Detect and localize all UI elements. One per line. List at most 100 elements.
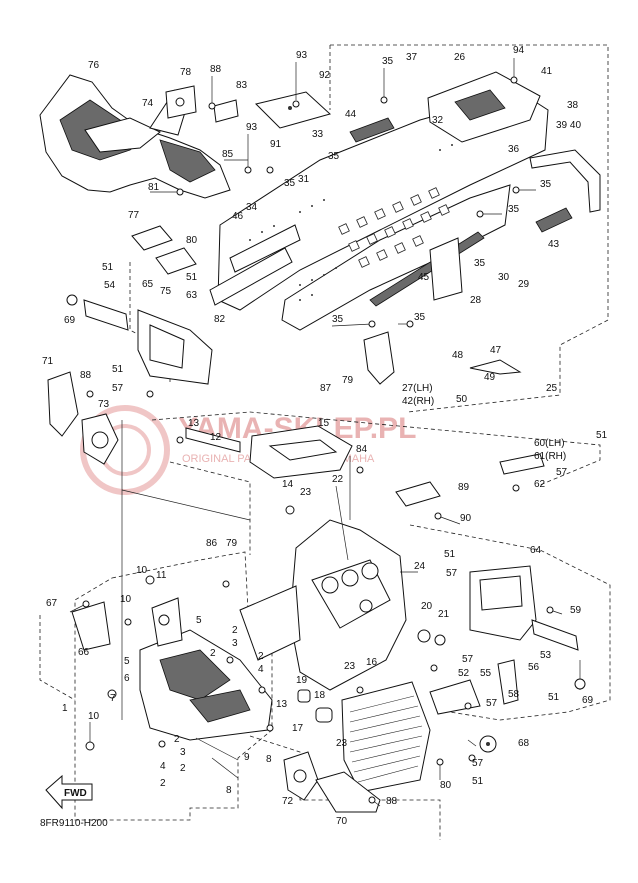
callout-c14: 14: [282, 479, 294, 490]
callout-c93b: 93: [246, 122, 258, 133]
plate-75: [155, 247, 197, 275]
callout-c75: 75: [160, 286, 172, 297]
callout-c5a: 5: [196, 615, 202, 626]
callout-c41: 41: [541, 66, 553, 77]
callout-c80a: 80: [186, 235, 198, 246]
callout-c47: 47: [490, 345, 502, 356]
callout-c23c: 23: [336, 738, 348, 749]
bracket-54: [66, 294, 129, 331]
bushing-17-18-19: [297, 689, 333, 723]
lever-47: [469, 359, 522, 375]
callout-c25: 25: [546, 383, 558, 394]
bar-12: [185, 427, 241, 453]
callout-c42: 42(RH): [402, 396, 434, 407]
callout-c88b: 88: [80, 370, 92, 381]
washer-20-21: [417, 629, 446, 646]
callout-c78: 78: [180, 67, 192, 78]
callout-c35e: 35: [508, 204, 520, 215]
callout-c19: 19: [296, 675, 308, 686]
callout-c62: 62: [534, 479, 546, 490]
callout-c74: 74: [142, 98, 154, 109]
callout-c10c: 10: [88, 711, 100, 722]
bar-38: [529, 149, 601, 213]
callout-c69b: 69: [582, 695, 594, 706]
callout-c86: 86: [206, 538, 218, 549]
callout-c4a: 4: [258, 664, 264, 675]
callout-c23a: 23: [300, 487, 312, 498]
callout-c87: 87: [320, 383, 332, 394]
callout-c89: 89: [458, 482, 470, 493]
bracket-28: [429, 237, 463, 301]
callout-c31: 31: [298, 174, 310, 185]
callout-c6: 6: [124, 673, 130, 684]
diagram-code: 8FR9110-H200: [40, 818, 108, 829]
callout-c36: 36: [508, 144, 520, 155]
plate-83: [213, 99, 239, 123]
heat-exchanger-16: [341, 681, 431, 793]
callout-c35d: 35: [540, 179, 552, 190]
bracket-27-42: [363, 331, 395, 385]
callout-c51g: 51: [472, 776, 484, 787]
callout-c88a: 88: [210, 64, 222, 75]
callout-c55: 55: [480, 668, 492, 679]
bolts-8-9: [195, 737, 239, 779]
callout-c43: 43: [548, 239, 560, 250]
callout-c59: 59: [570, 605, 582, 616]
callout-c51d: 51: [596, 430, 608, 441]
bracket-66: [71, 601, 111, 651]
callout-c65: 65: [142, 279, 154, 290]
callout-c81: 81: [148, 182, 160, 193]
lower-left-frame: [139, 597, 273, 741]
callout-c67: 67: [46, 598, 58, 609]
cover-72: [283, 751, 319, 801]
callout-c92: 92: [319, 70, 331, 81]
callout-c45: 45: [418, 272, 430, 283]
callout-c7: 7: [110, 693, 116, 704]
fwd-direction-badge: FWD: [45, 774, 93, 810]
callout-c8b: 8: [226, 785, 232, 796]
fwd-label: FWD: [64, 788, 87, 799]
callout-c3a: 3: [232, 638, 238, 649]
callout-c76: 76: [88, 60, 100, 71]
callout-c61: 61(RH): [534, 451, 566, 462]
front-frame: [239, 519, 407, 691]
callout-c2c: 2: [258, 651, 264, 662]
callout-c70: 70: [336, 816, 348, 827]
plate-15: [249, 425, 353, 479]
callout-c13b: 13: [276, 699, 288, 710]
plate-77: [131, 225, 173, 251]
callout-c57b: 57: [556, 467, 568, 478]
footrest-43: [535, 207, 573, 233]
callout-c53: 53: [540, 650, 552, 661]
callout-c58: 58: [508, 689, 520, 700]
callout-c84: 84: [356, 444, 368, 455]
callout-c51a: 51: [102, 262, 114, 273]
callout-c90: 90: [460, 513, 472, 524]
leader-lines: [69, 58, 581, 807]
callout-c48: 48: [452, 350, 464, 361]
callout-c46: 46: [232, 211, 244, 222]
callout-c24: 24: [414, 561, 426, 572]
callout-c57d: 57: [462, 654, 474, 665]
plate-92: [255, 91, 332, 129]
callout-c30: 30: [498, 272, 510, 283]
callout-c54: 54: [104, 280, 116, 291]
fasteners: [82, 76, 586, 804]
callout-c2b: 2: [210, 648, 216, 659]
callout-c73: 73: [98, 399, 110, 410]
callout-c34: 34: [246, 202, 258, 213]
bracket-53: [531, 619, 579, 651]
callout-c4b: 4: [160, 761, 166, 772]
callout-c18: 18: [314, 690, 326, 701]
callout-c35f: 35: [474, 258, 486, 269]
plate-89: [395, 481, 441, 507]
callout-c57c: 57: [446, 568, 458, 579]
callout-c83: 83: [236, 80, 248, 91]
bracket-73: [81, 413, 119, 465]
callout-c22: 22: [332, 474, 344, 485]
callout-c28: 28: [470, 295, 482, 306]
callout-c5b: 5: [124, 656, 130, 667]
callout-c35a: 35: [382, 56, 394, 67]
pulley-68: [479, 735, 497, 753]
